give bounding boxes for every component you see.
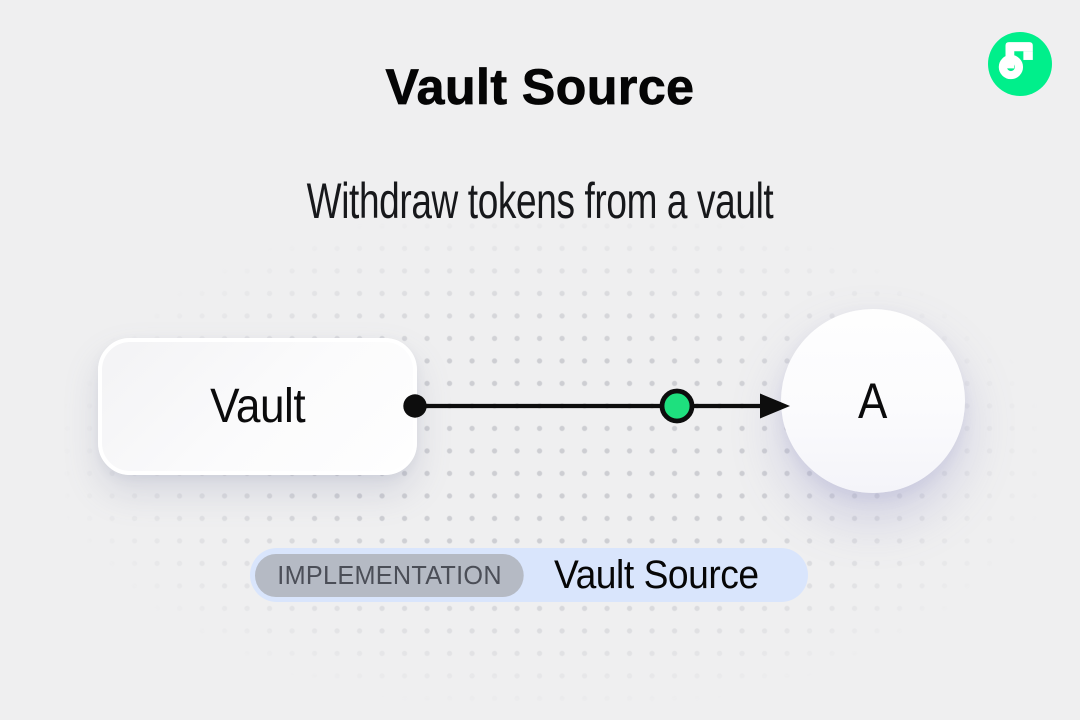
page-subtitle: Withdraw tokens from a vault bbox=[306, 173, 774, 229]
vault-node: Vault bbox=[98, 338, 417, 475]
flow-logo-icon bbox=[988, 32, 1052, 96]
edge-source-dot bbox=[403, 394, 427, 418]
page-title: Vault Source bbox=[385, 59, 695, 116]
implementation-badge: IMPLEMENTATION Vault Source bbox=[250, 548, 808, 602]
implementation-tag: IMPLEMENTATION bbox=[255, 553, 525, 597]
recipient-node-label: A bbox=[858, 373, 888, 429]
flow-glyph-flag-square bbox=[1023, 51, 1033, 60]
recipient-node: A bbox=[781, 309, 965, 493]
flow-glyph-stem bbox=[1005, 45, 1015, 69]
token-circle bbox=[659, 388, 695, 424]
flow-glyph-bar bbox=[1005, 42, 1033, 52]
arrowhead-icon bbox=[760, 393, 790, 419]
vault-node-label: Vault bbox=[209, 380, 306, 433]
implementation-title: Vault Source bbox=[554, 552, 760, 597]
